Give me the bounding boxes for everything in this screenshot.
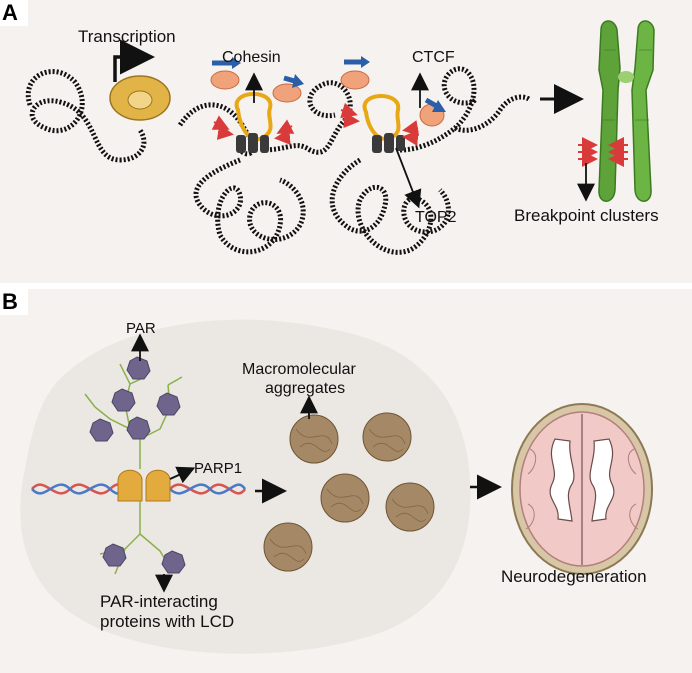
- panel-b-diagram: PARP1 PAR PAR-interacting proteins with …: [20, 319, 653, 654]
- lcd-label-line1: PAR-interacting: [100, 592, 218, 611]
- top2-pointer: [395, 147, 422, 209]
- cohesin-label: Cohesin: [222, 49, 281, 66]
- cohesin-ring-icon: [234, 92, 273, 142]
- par-label: PAR: [126, 320, 156, 337]
- parp1-pointer: [169, 466, 196, 484]
- red-arrow-icon: [211, 115, 295, 145]
- panel-a-diagram: Transcription Cohesin C: [25, 20, 659, 255]
- breakpoint-label: Breakpoint clusters: [514, 206, 659, 225]
- blue-arrow-icon: [212, 57, 304, 88]
- dna-helix-icon: [31, 482, 247, 496]
- parp1-icon: [117, 469, 171, 502]
- transcription-arrow: [113, 39, 155, 82]
- panel-b: B PARP1: [0, 289, 692, 673]
- aggregates-label-line2: aggregates: [265, 380, 345, 397]
- ctcf-icon: [210, 70, 302, 103]
- panel-b-letter: B: [0, 289, 28, 315]
- neuro-label: Neurodegeneration: [501, 567, 647, 586]
- aggregate-texture: [269, 428, 429, 562]
- breakpoint-arrows-icon: [578, 137, 628, 167]
- top2-protein-icon: [372, 133, 405, 153]
- panel-a: A Transcription: [0, 0, 692, 283]
- brain-icon: [511, 403, 653, 575]
- ctcf-label: CTCF: [412, 49, 455, 66]
- lcd-label-line2: proteins with LCD: [100, 612, 234, 631]
- top2-protein-icon: [236, 133, 269, 153]
- top2-label: TOP2: [415, 209, 457, 226]
- polymerase-icon: [109, 75, 171, 121]
- red-arrow-icon: [340, 102, 420, 146]
- chromosome-icon: [598, 20, 655, 202]
- panel-a-letter: A: [0, 0, 28, 26]
- blue-arrow-icon: [344, 56, 446, 112]
- protein-icon: [89, 356, 186, 574]
- cohesin-ring-icon: [362, 94, 401, 141]
- aggregates-label-line1: Macromolecular: [242, 361, 356, 378]
- parp1-label: PARP1: [194, 460, 242, 477]
- transcription-label: Transcription: [78, 27, 176, 46]
